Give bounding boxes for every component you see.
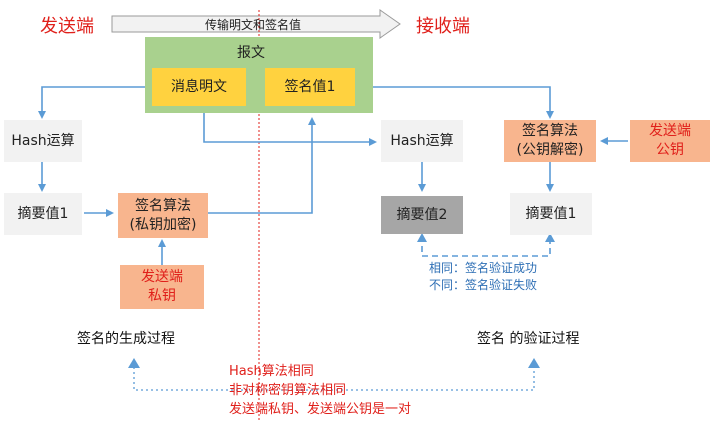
compare-connector — [421, 236, 551, 257]
sign-algorithm-note: (私钥加密) — [129, 216, 197, 233]
digest-box-sign: 摘要值1 — [4, 193, 82, 235]
result-diff-text: 不同：签名验证失败 — [429, 278, 538, 292]
verify-algorithm-note: (公钥解密) — [516, 142, 584, 158]
arrow-signature-to-verify-algo — [354, 86, 554, 119]
message-title: 报文 — [237, 45, 265, 61]
notes-block: Hash算法相同 非对称密钥算法相同 发送端私钥、发送端公钥是一对 — [229, 362, 411, 419]
private-key-owner: 发送端 — [141, 269, 183, 286]
transfer-label: 传输明文和签名值 — [205, 18, 302, 32]
public-key-box: 发送端 公钥 — [630, 120, 710, 162]
result-same-text: 相同：签名验证成功 — [429, 261, 538, 275]
arrow-plaintext-to-hash — [38, 86, 152, 119]
verify-algorithm-box: 签名算法 (公钥解密) — [504, 120, 596, 162]
signature-value-box: 签名值1 — [265, 68, 355, 106]
verify-caption: 签名 的验证过程 — [477, 331, 580, 347]
private-key-box: 发送端 私钥 — [120, 265, 204, 309]
sign-caption: 签名的生成过程 — [77, 331, 175, 347]
arrow-algo-to-signature — [208, 117, 316, 214]
private-key-label: 私钥 — [148, 288, 176, 304]
receiver-title: 接收端 — [416, 16, 470, 37]
public-key-label: 公钥 — [656, 142, 684, 158]
digest2-box: 摘要值2 — [381, 196, 463, 234]
sender-title: 发送端 — [40, 16, 94, 37]
note-keypair: 发送端私钥、发送端公钥是一对 — [229, 402, 412, 417]
transfer-arrow — [111, 9, 401, 39]
hash-box-verify: Hash运算 — [381, 120, 463, 162]
public-key-owner: 发送端 — [649, 123, 691, 140]
note-algorithm-same: 非对称密钥算法相同 — [229, 383, 347, 398]
note-hash-same: Hash算法相同 — [229, 364, 314, 379]
sign-algorithm-label: 签名算法 — [135, 197, 191, 214]
verify-algorithm-label: 签名算法 — [522, 123, 578, 140]
sign-algorithm-box: 签名算法 (私钥加密) — [118, 193, 208, 238]
digest1-box-verify: 摘要值1 — [510, 193, 592, 235]
arrow-plaintext-to-verify-hash — [203, 112, 377, 146]
plaintext-box: 消息明文 — [152, 68, 246, 106]
hash-box-sign: Hash运算 — [4, 120, 82, 162]
bottom-connector — [133, 367, 535, 391]
